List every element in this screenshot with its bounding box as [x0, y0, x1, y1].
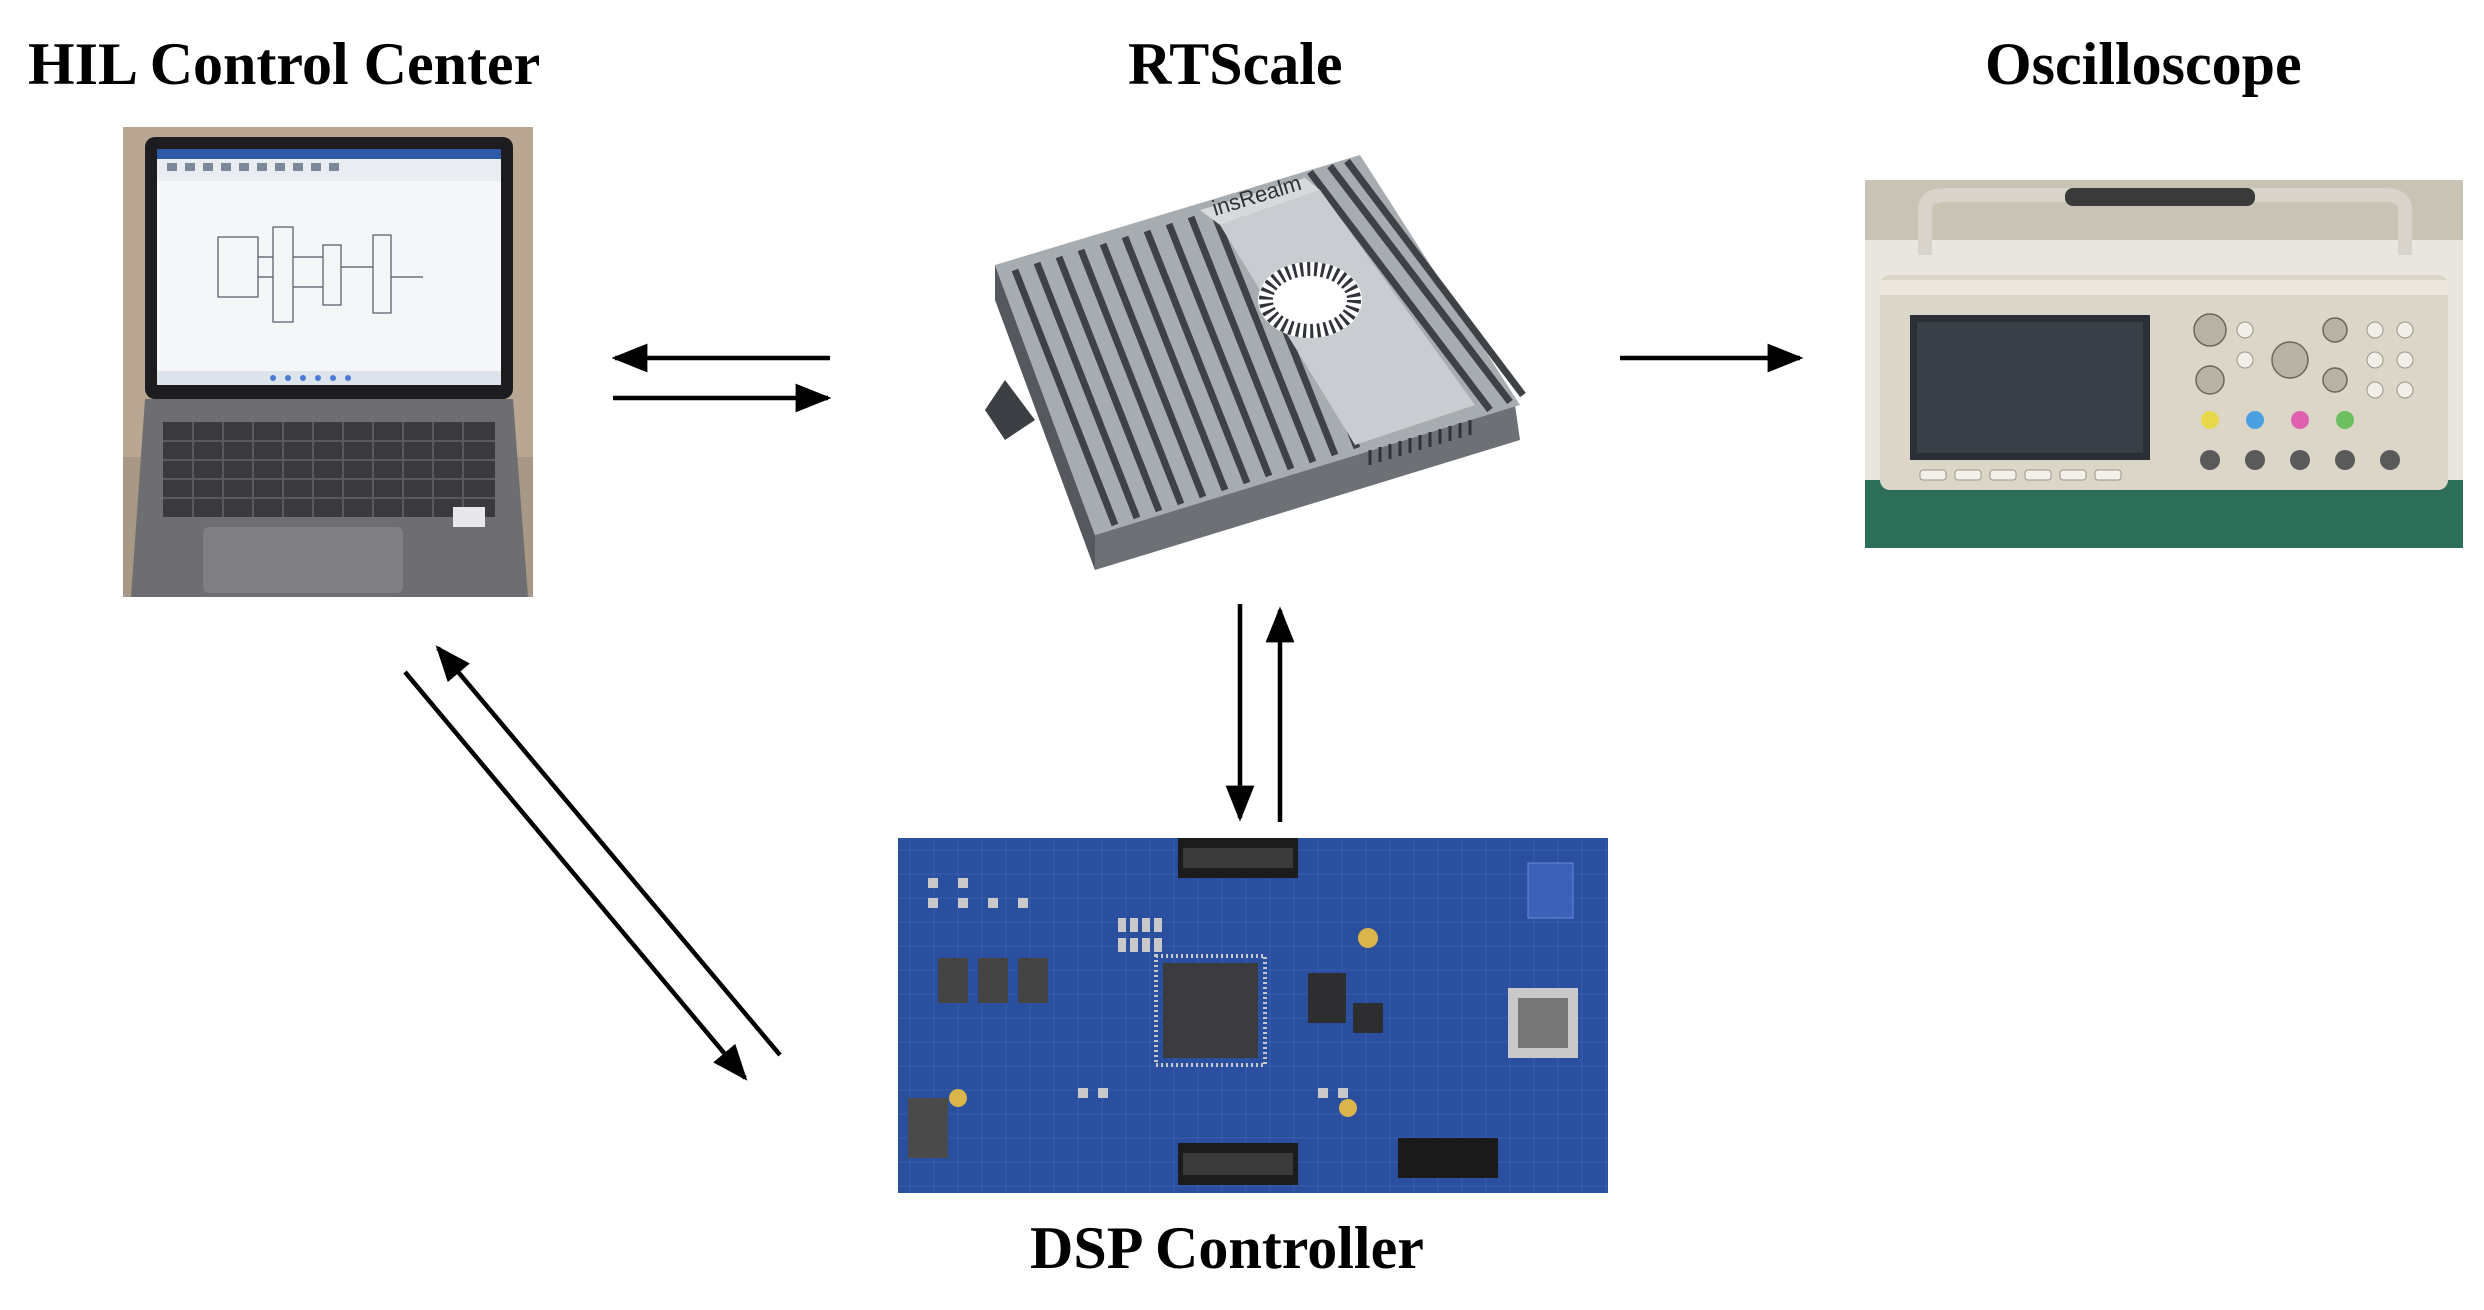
rtscale-device-image: insRealm — [985, 155, 1526, 570]
rtscale-label: RTScale — [1128, 31, 1343, 97]
arrow-hil-to-dsp — [403, 670, 748, 1081]
oscilloscope-image — [1865, 180, 2463, 548]
hil-control-center-label: HIL Control Center — [28, 31, 541, 97]
arrow-dsp-to-hil — [435, 645, 782, 1057]
dsp-controller-label: DSP Controller — [1030, 1215, 1424, 1281]
oscilloscope-label: Oscilloscope — [1985, 31, 2302, 97]
dsp-controller-image — [898, 838, 1608, 1193]
laptop-image — [123, 127, 533, 597]
